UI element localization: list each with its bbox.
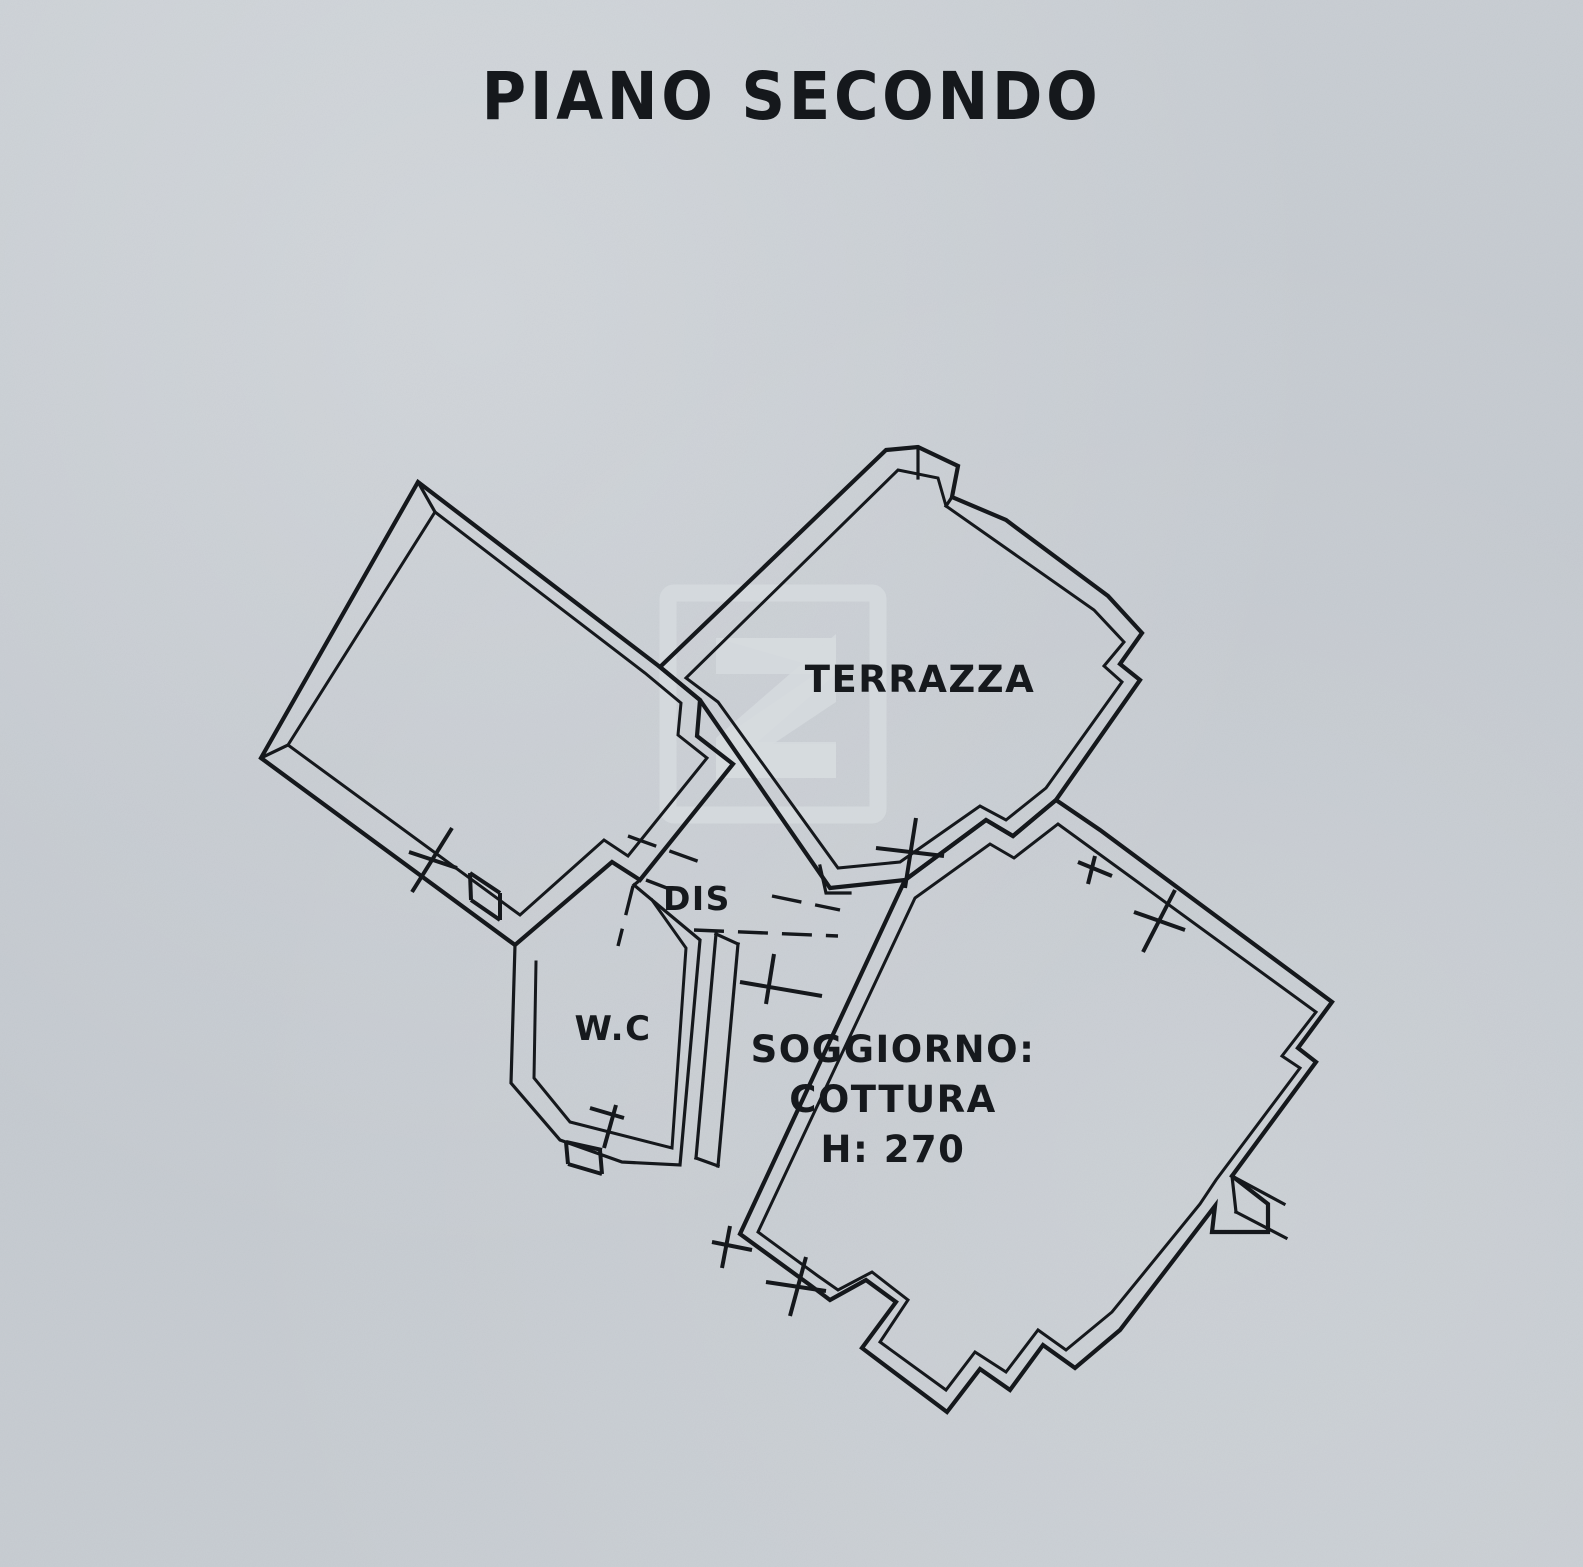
terrazza-wall-stub — [818, 864, 852, 895]
room-label-wc: W.C — [574, 1009, 651, 1049]
window-marks-top-left-room — [408, 826, 502, 922]
room-outline-soggiorno — [737, 797, 1335, 1415]
door-mark-dis — [739, 953, 823, 1005]
dis-dashed-lines — [616, 834, 841, 947]
room-label-soggiorno-line-3: H: 270 — [821, 1128, 966, 1171]
balcony-projection-right — [1229, 1173, 1289, 1241]
wc-window-mark — [589, 1106, 625, 1120]
room-outline-terrazza — [656, 444, 1145, 891]
room-label-soggiorno-line-1: SOGGIORNO: — [751, 1028, 1036, 1071]
room-outline-wc — [509, 882, 702, 1167]
dis-wall-stub — [631, 877, 643, 888]
room-label-soggiorno-line-2: COTTURA — [789, 1078, 997, 1121]
window-marks-soggiorno-bottom — [711, 1225, 827, 1317]
wc-door-mark — [564, 1104, 618, 1176]
wc-partition-wall — [693, 931, 741, 1169]
page-title: PIANO SECONDO — [481, 58, 1102, 135]
room-label-dis: DIS — [663, 879, 731, 918]
room-label-soggiorno: SOGGIORNO: COTTURA H: 270 — [751, 1028, 1036, 1171]
window-marks-soggiorno-top — [1077, 855, 1186, 953]
room-label-terrazza: TERRAZZA — [805, 658, 1035, 701]
